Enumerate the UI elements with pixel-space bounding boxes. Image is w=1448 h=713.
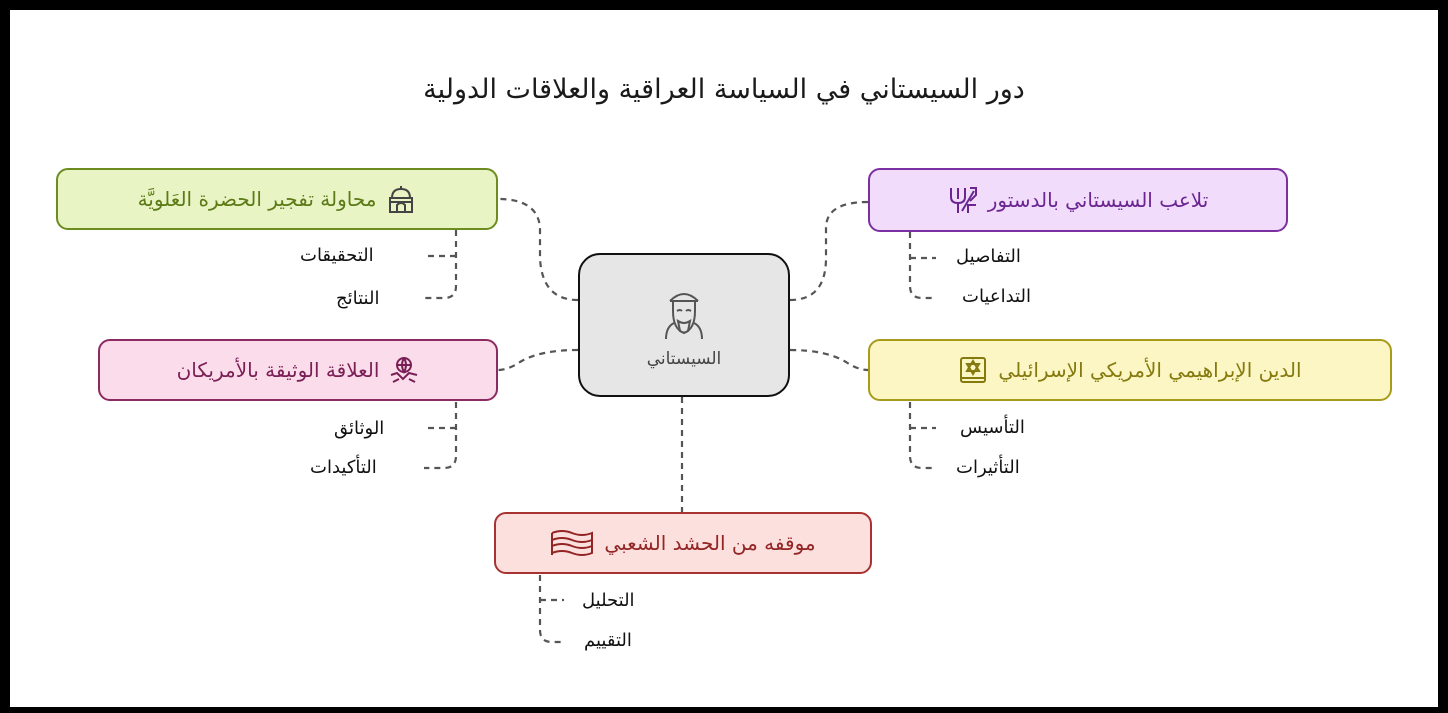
branch-pmf: موقفه من الحشد الشعبي <box>494 512 872 574</box>
item-constitution-consequences: التداعيات <box>962 286 1031 307</box>
branch-label-shrine: محاولة تفجير الحضرة العَلويَّة <box>137 187 377 211</box>
center-label: السيستاني <box>646 349 722 369</box>
branch-abrahamic: الدين الإبراهيمي الأمريكي الإسرائيلي <box>868 339 1392 401</box>
cleric-icon <box>654 281 714 345</box>
item-constitution-details: التفاصيل <box>956 246 1021 267</box>
broken-pitchfork-icon <box>948 185 978 215</box>
connector-pmf-items <box>538 575 564 644</box>
branch-constitution: تلاعب السيستاني بالدستور <box>868 168 1288 232</box>
branch-label-pmf: موقفه من الحشد الشعبي <box>604 531 816 555</box>
connector-shrine <box>497 197 579 302</box>
item-americans-confirmations: التأكيدات <box>310 457 377 478</box>
connector-constitution-items <box>908 232 936 300</box>
diagram-title: دور السيستاني في السياسة العراقية والعلا… <box>423 74 1025 105</box>
branch-label-americans: العلاقة الوثيقة بالأمريكان <box>176 358 380 382</box>
item-abrahamic-effects: التأثيرات <box>956 457 1020 478</box>
connector-abrahamic-items <box>908 402 936 470</box>
flag-icon <box>550 528 594 558</box>
item-pmf-evaluation: التقييم <box>584 630 632 651</box>
branch-shrine: محاولة تفجير الحضرة العَلويَّة <box>56 168 498 230</box>
branch-label-constitution: تلاعب السيستاني بالدستور <box>987 188 1209 212</box>
branch-americans: العلاقة الوثيقة بالأمريكان <box>98 339 498 401</box>
item-americans-documents: الوثائق <box>334 418 385 439</box>
item-shrine-results: النتائج <box>336 288 380 309</box>
branch-label-abrahamic: الدين الإبراهيمي الأمريكي الإسرائيلي <box>998 358 1302 382</box>
connector-abrahamic <box>789 348 869 372</box>
connector-shrine-items <box>424 230 458 300</box>
shrine-icon <box>386 184 416 214</box>
item-abrahamic-founding: التأسيس <box>960 417 1025 438</box>
connector-americans-items <box>424 402 458 470</box>
star-book-icon <box>958 355 988 385</box>
item-pmf-analysis: التحليل <box>582 590 635 611</box>
connector-americans <box>497 348 579 372</box>
connector-constitution <box>789 200 869 302</box>
handshake-globe-icon <box>389 355 419 385</box>
item-shrine-investigations: التحقيقات <box>300 245 374 266</box>
center-node: السيستاني <box>578 253 790 397</box>
